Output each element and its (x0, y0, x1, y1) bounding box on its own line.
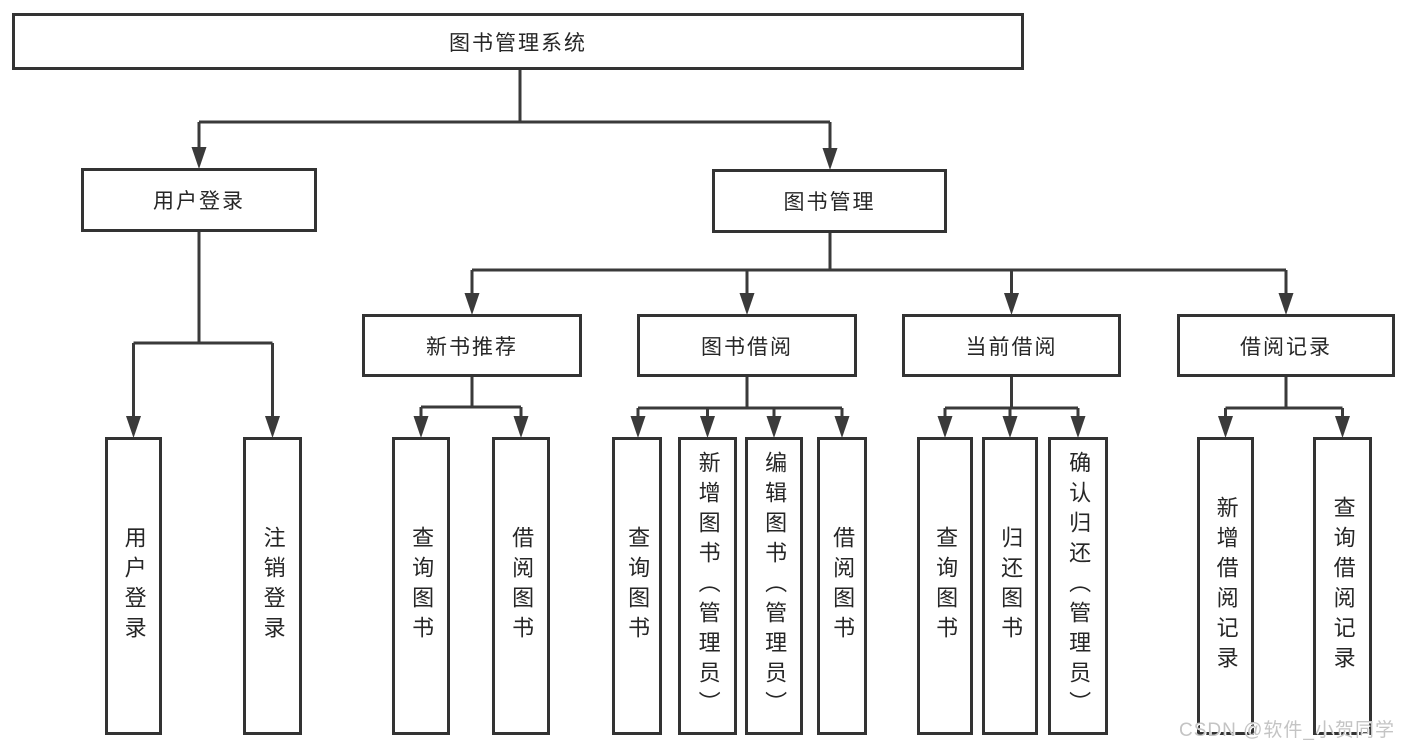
arrow-down-icon (1070, 416, 1086, 438)
leaf-logout: 注销登录 (243, 437, 302, 735)
arrow-down-icon (1278, 293, 1294, 315)
leaf-query-books-borrowing: 查询图书 (612, 437, 662, 735)
arrow-down-icon (700, 416, 715, 438)
leaf-confirm-return-admin: 确认归还（管理员） (1048, 437, 1108, 735)
node-borrowing-records: 借阅记录 (1177, 314, 1395, 377)
arrow-down-icon (834, 416, 850, 438)
node-library-management-system: 图书管理系统 (12, 13, 1024, 70)
node-current-borrowing: 当前借阅 (902, 314, 1121, 377)
leaf-borrow-books-recommendation: 借阅图书 (492, 437, 550, 735)
arrow-down-icon (766, 416, 782, 438)
leaf-query-borrow-record: 查询借阅记录 (1313, 437, 1372, 735)
node-book-management: 图书管理 (712, 169, 947, 233)
arrow-down-icon (464, 293, 480, 315)
arrow-down-icon (937, 416, 953, 438)
leaf-label: 归还图书 (998, 526, 1024, 646)
leaf-add-books-admin: 新增图书（管理员） (678, 437, 737, 735)
leaf-label: 查询图书 (409, 526, 435, 646)
leaf-return-books: 归还图书 (982, 437, 1038, 735)
node-user-login: 用户登录 (81, 168, 317, 232)
node-label: 用户登录 (153, 190, 245, 213)
arrow-down-icon (191, 147, 207, 169)
leaf-label: 新增借阅记录 (1213, 496, 1239, 676)
arrow-down-icon (513, 416, 529, 438)
leaf-label: 编辑图书（管理员） (762, 451, 788, 721)
arrow-down-icon (413, 416, 429, 438)
leaf-label: 新增图书（管理员） (695, 451, 721, 721)
node-label: 图书管理系统 (449, 31, 587, 55)
node-book-borrowing: 图书借阅 (637, 314, 857, 377)
leaf-label: 确认归还（管理员） (1066, 451, 1092, 721)
leaf-label: 借阅图书 (830, 526, 856, 646)
leaf-query-books-recommendation: 查询图书 (392, 437, 450, 735)
leaf-user-login: 用户登录 (105, 437, 162, 735)
leaf-edit-books-admin: 编辑图书（管理员） (745, 437, 803, 735)
leaf-label: 查询借阅记录 (1330, 496, 1356, 676)
watermark: CSDN @软件_小贺同学 (1179, 720, 1395, 741)
arrow-down-icon (265, 416, 280, 438)
node-label: 图书管理 (783, 191, 876, 214)
leaf-query-books-current: 查询图书 (917, 437, 973, 735)
leaf-label: 借阅图书 (509, 526, 535, 646)
node-label: 当前借阅 (965, 335, 1058, 359)
leaf-add-borrow-record: 新增借阅记录 (1197, 437, 1254, 735)
arrow-down-icon (630, 416, 646, 438)
leaf-label: 用户登录 (121, 526, 147, 646)
arrow-down-icon (1218, 416, 1233, 438)
node-new-book-recommendation: 新书推荐 (362, 314, 582, 377)
node-label: 新书推荐 (426, 335, 518, 359)
leaf-borrow-books-borrowing: 借阅图书 (817, 437, 867, 735)
arrow-down-icon (126, 416, 141, 438)
arrow-down-icon (1002, 416, 1018, 438)
leaf-label: 查询图书 (625, 526, 651, 646)
arrow-down-icon (739, 293, 755, 315)
arrow-down-icon (1335, 416, 1350, 438)
node-label: 借阅记录 (1240, 335, 1332, 359)
node-label: 图书借阅 (701, 335, 793, 359)
arrow-down-icon (822, 148, 838, 170)
leaf-label: 查询图书 (933, 526, 959, 646)
arrow-down-icon (1004, 293, 1019, 315)
leaf-label: 注销登录 (260, 526, 286, 646)
